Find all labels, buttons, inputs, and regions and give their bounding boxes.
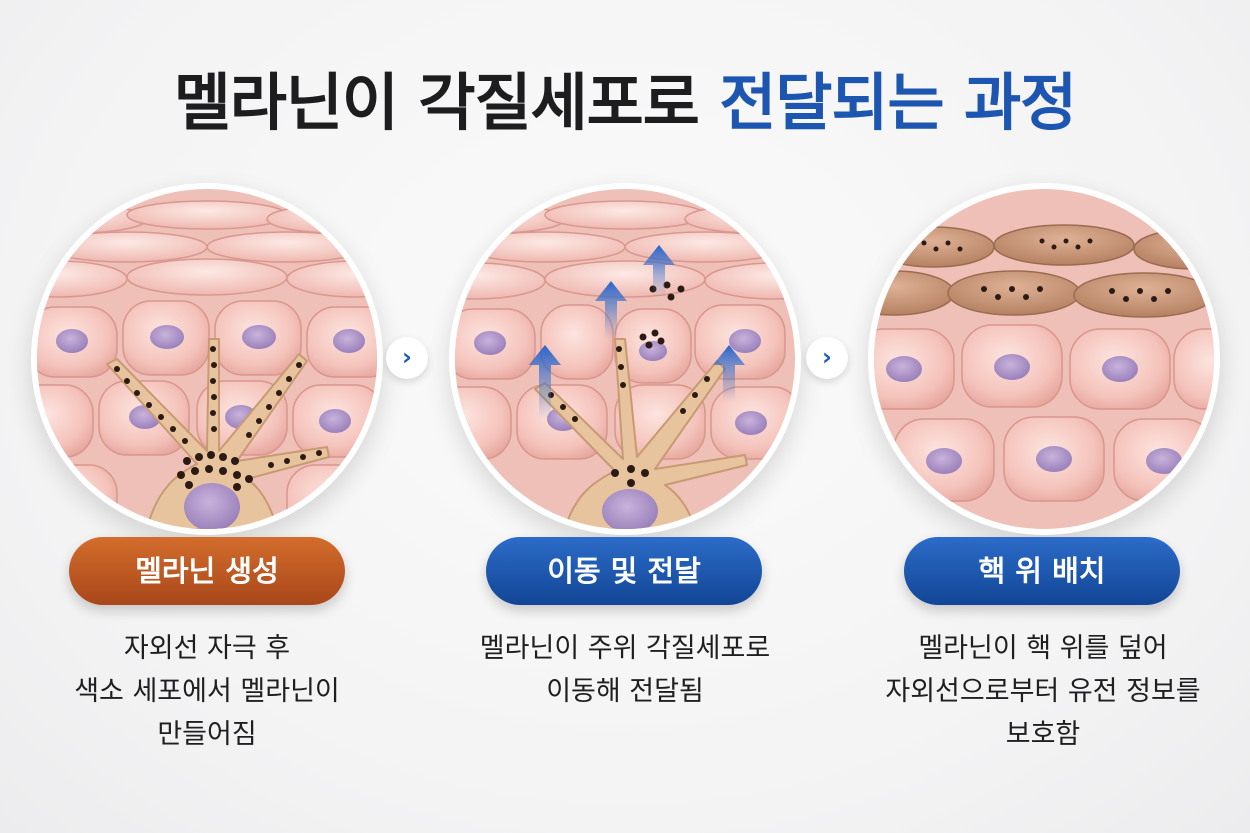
step1-label: 멜라닌 생성 — [69, 537, 345, 605]
step3-description: 멜라닌이 핵 위를 덮어 자외선으로부터 유전 정보를 보호함 — [843, 627, 1243, 756]
transfer-illustration — [455, 189, 795, 529]
title-main: 멜라닌이 각질세포로 — [173, 66, 700, 139]
nuclear-cap-illustration — [874, 189, 1214, 529]
chevron-right-icon: › — [806, 337, 848, 379]
step3-illustration — [868, 183, 1220, 535]
step2-description: 멜라닌이 주위 각질세포로 이동해 전달됨 — [425, 627, 825, 713]
desc-line: 색소 세포에서 멜라닌이 — [74, 676, 340, 707]
step2-illustration — [449, 183, 801, 535]
step1-description: 자외선 자극 후 색소 세포에서 멜라닌이 만들어짐 — [7, 627, 407, 756]
step3-label: 핵 위 배치 — [904, 537, 1180, 605]
desc-line: 멜라닌이 핵 위를 덮어 — [918, 633, 1168, 664]
melanocyte-illustration — [37, 189, 377, 529]
desc-line: 만들어짐 — [157, 719, 257, 750]
page-title: 멜라닌이 각질세포로 전달되는 과정 — [0, 52, 1250, 142]
step1-illustration — [31, 183, 383, 535]
desc-line: 멜라닌이 주위 각질세포로 — [479, 633, 771, 664]
desc-line: 자외선 자극 후 — [123, 633, 291, 664]
chevron-right-icon: › — [386, 337, 428, 379]
step2-label: 이동 및 전달 — [486, 537, 762, 605]
desc-line: 자외선으로부터 유전 정보를 — [885, 676, 1201, 707]
desc-line: 보호함 — [1005, 719, 1081, 750]
title-accent: 전달되는 과정 — [719, 66, 1077, 139]
desc-line: 이동해 전달됨 — [546, 676, 704, 707]
